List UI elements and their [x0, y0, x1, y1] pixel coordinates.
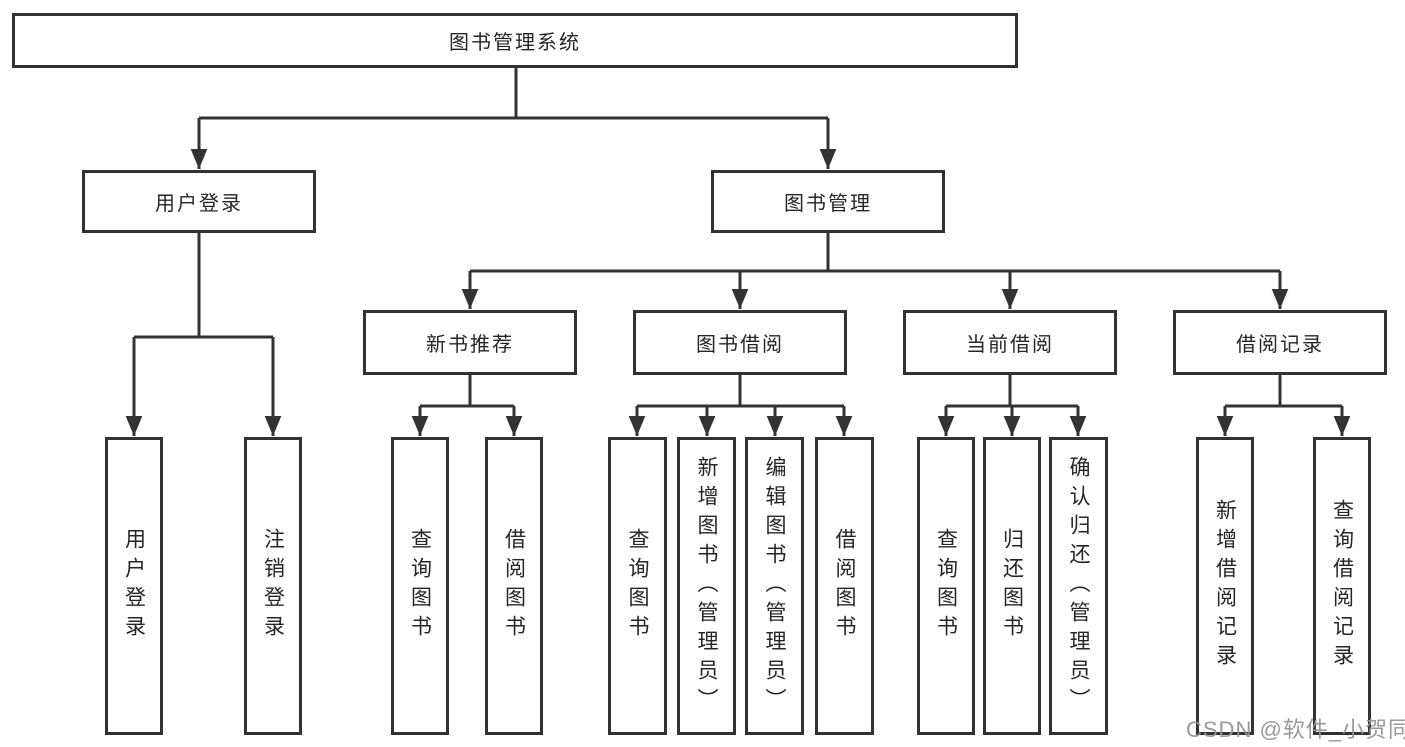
node-label: 注销登录: [261, 528, 285, 644]
connector-borrow-records-children: [1216, 375, 1351, 436]
node-user-login: 用户登录: [82, 170, 316, 233]
leaf-add-book-admin: 新增图书（管理员）: [677, 437, 736, 735]
node-current-borrowing: 当前借阅: [903, 310, 1117, 375]
node-borrow-records: 借阅记录: [1173, 310, 1387, 375]
node-book-borrowing: 图书借阅: [633, 310, 847, 375]
node-book-management: 图书管理: [711, 170, 945, 233]
node-label: 查询借阅记录: [1330, 499, 1354, 673]
leaf-confirm-return-admin: 确认归还（管理员）: [1049, 437, 1108, 735]
node-label: 新增图书（管理员）: [695, 455, 718, 717]
leaf-user-login: 用户登录: [105, 437, 163, 735]
leaf-query-books-recommend: 查询图书: [391, 437, 449, 735]
connector-current-borrowing-children: [937, 375, 1087, 436]
node-root: 图书管理系统: [12, 13, 1018, 68]
node-label: 确认归还（管理员）: [1067, 455, 1090, 717]
leaf-logout: 注销登录: [244, 437, 302, 735]
node-new-book-recommend: 新书推荐: [363, 310, 577, 375]
node-label: 查询图书: [934, 528, 958, 644]
connector-new-book-recommend-children: [411, 375, 523, 436]
leaf-query-books-current: 查询图书: [917, 437, 975, 735]
leaf-add-borrow-record: 新增借阅记录: [1196, 437, 1254, 735]
node-label: 用户登录: [155, 193, 243, 215]
node-label: 归还图书: [1000, 528, 1024, 644]
leaf-return-books: 归还图书: [983, 437, 1041, 735]
node-label: 借阅记录: [1236, 334, 1324, 356]
connector-book-management-children: [461, 233, 1289, 309]
node-label: 图书借阅: [696, 334, 784, 356]
leaf-borrow-books-recommend: 借阅图书: [485, 437, 543, 735]
node-label: 借阅图书: [502, 528, 526, 644]
node-label: 用户登录: [122, 528, 146, 644]
node-label: 借阅图书: [833, 528, 856, 644]
leaf-borrow-books-borrowing: 借阅图书: [815, 437, 874, 735]
connector-book-borrowing-children: [628, 375, 853, 436]
node-label: 查询图书: [408, 528, 432, 644]
connector-user-login-children: [125, 233, 282, 436]
node-label: 新增借阅记录: [1213, 499, 1237, 673]
node-label: 编辑图书（管理员）: [763, 455, 786, 717]
watermark-text: CSDN @软件_小贺同学: [1186, 717, 1405, 742]
node-label: 图书管理系统: [449, 32, 581, 54]
node-label: 新书推荐: [426, 334, 514, 356]
node-label: 图书管理: [784, 193, 872, 215]
connector-root-to-level2: [190, 68, 837, 169]
leaf-edit-book-admin: 编辑图书（管理员）: [745, 437, 804, 735]
leaf-query-books-borrowing: 查询图书: [608, 437, 667, 735]
node-label: 查询图书: [626, 528, 649, 644]
node-label: 当前借阅: [966, 334, 1054, 356]
leaf-query-borrow-record: 查询借阅记录: [1313, 437, 1371, 735]
